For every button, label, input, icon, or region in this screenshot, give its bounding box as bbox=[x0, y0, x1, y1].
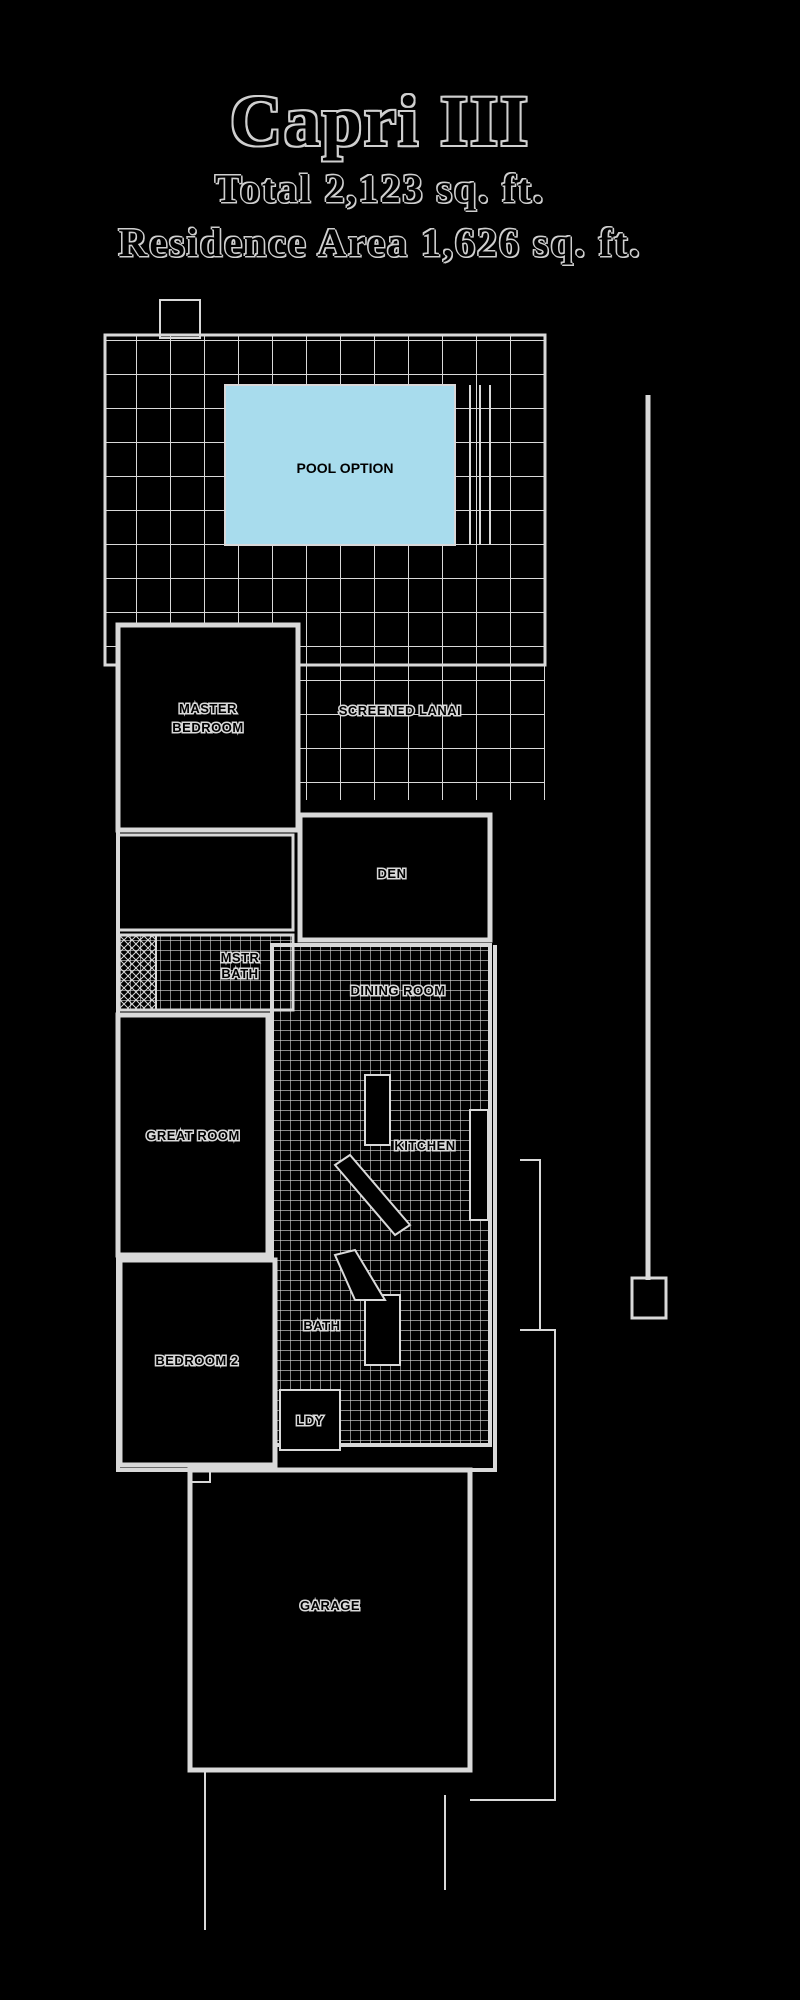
plan-title: Capri III bbox=[229, 81, 531, 161]
bath-label: BATH bbox=[303, 1318, 340, 1333]
laundry-label: LDY bbox=[296, 1413, 324, 1428]
garage bbox=[187, 1467, 473, 1930]
garage-label: GARAGE bbox=[300, 1598, 360, 1613]
bedroom-2-label: BEDROOM 2 bbox=[155, 1353, 238, 1368]
residence-area: Residence Area 1,626 sq. ft. bbox=[118, 220, 642, 265]
kitchen-label: KITCHEN bbox=[394, 1138, 455, 1153]
title-block: Capri III Total 2,123 sq. ft. Residence … bbox=[0, 80, 760, 270]
total-area: Total 2,123 sq. ft. bbox=[215, 166, 545, 211]
dining-room-label: DINING ROOM bbox=[350, 983, 445, 998]
scale-bar bbox=[630, 395, 668, 1320]
master-bedroom-label-1: MASTER bbox=[179, 701, 237, 716]
pool-option bbox=[224, 384, 491, 546]
great-room-label: GREAT ROOM bbox=[146, 1128, 240, 1143]
master-bedroom-label-2: BEDROOM bbox=[172, 720, 243, 735]
master-bath-label-2: BATH bbox=[221, 966, 258, 981]
pool-label: POOL OPTION bbox=[297, 460, 394, 476]
kitchen-fixtures bbox=[333, 1074, 489, 1301]
den-label: DEN bbox=[378, 866, 407, 881]
lanai-label: SCREENED LANAI bbox=[339, 703, 462, 718]
lanai-area bbox=[300, 650, 545, 800]
master-bath-label-1: MSTR bbox=[221, 950, 260, 965]
